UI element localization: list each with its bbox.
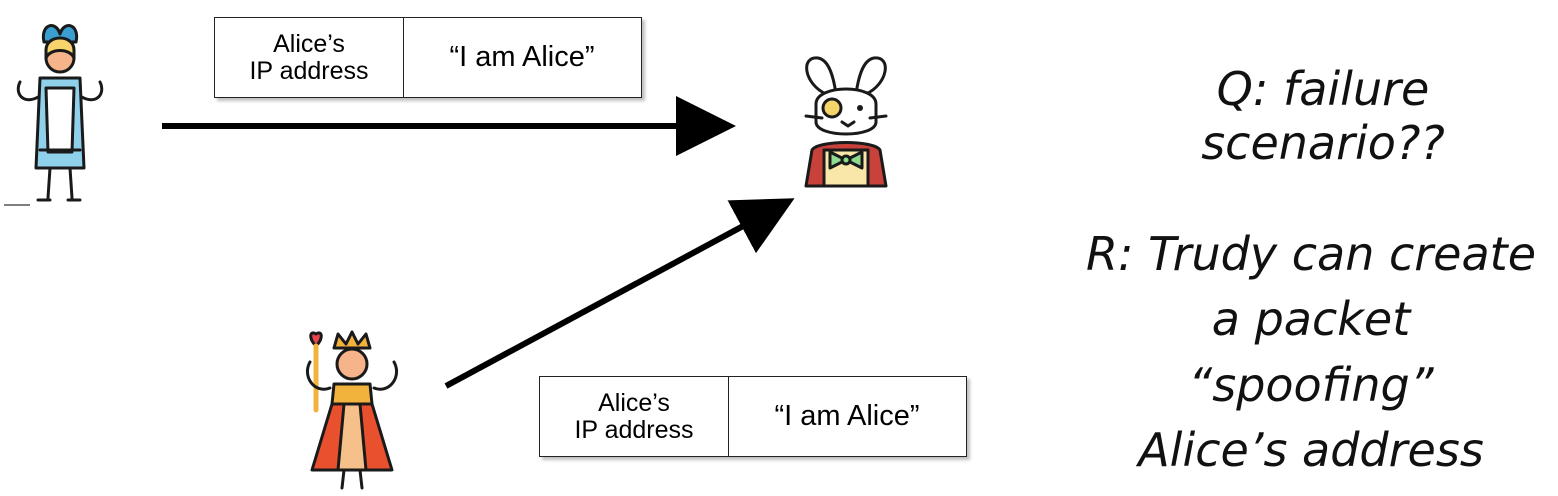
white-rabbit-icon xyxy=(806,58,886,186)
packet-address-field: Alice’s IP address xyxy=(540,377,729,456)
packet-payload-field: “I am Alice” xyxy=(404,18,640,97)
alice-icon xyxy=(18,26,102,200)
address-line-1: Alice’s xyxy=(574,390,693,416)
packet-address-field: Alice’s IP address xyxy=(215,18,404,97)
packet-top: Alice’s IP address “I am Alice” xyxy=(214,17,642,98)
address-line-2: IP address xyxy=(574,417,693,443)
response-line: a packet “spoofing” xyxy=(1086,287,1536,418)
packet-payload-field: “I am Alice” xyxy=(729,377,965,456)
response-line: R: Trudy can create xyxy=(1086,222,1536,287)
packet-bottom: Alice’s IP address “I am Alice” xyxy=(539,376,967,457)
address-line-1: Alice’s xyxy=(249,31,368,57)
queen-trudy-icon xyxy=(307,332,396,488)
arrow-trudy-to-bob xyxy=(446,204,784,386)
response-line: Alice’s address xyxy=(1086,418,1536,483)
question-text: Q: failure scenario?? xyxy=(1098,62,1548,170)
address-line-2: IP address xyxy=(249,58,368,84)
response-text: R: Trudy can create a packet “spoofing” … xyxy=(1086,222,1536,483)
